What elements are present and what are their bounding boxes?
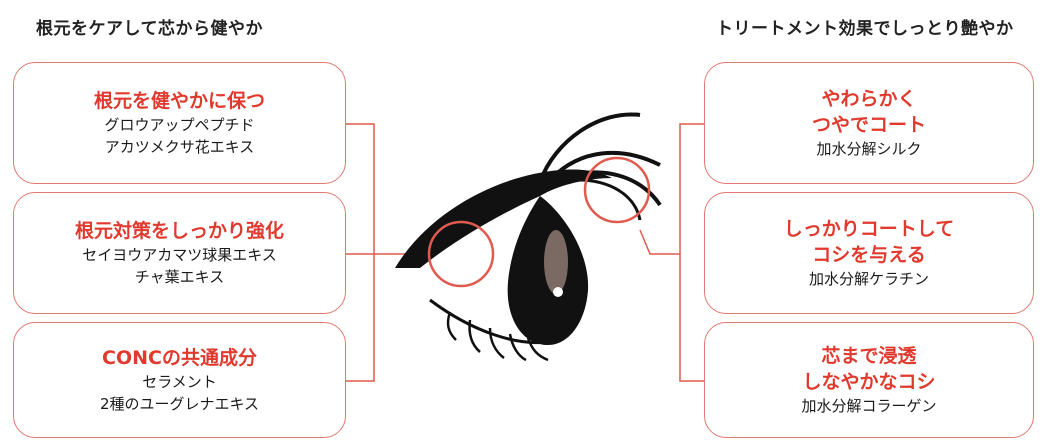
left-heading: 根元をケアして芯から健やか [36,19,263,39]
card-title: やわらかく [821,88,917,110]
right-card-3: 芯まで浸透 しなやかなコシ 加水分解コラーゲン [704,322,1034,438]
tip-magnifier-circle-icon [583,156,651,224]
ingredient-line: 加水分解コラーゲン [801,397,937,415]
ingredient-line: 2種のユーグレナエキス [99,395,260,413]
left-card-1: 根元を健やかに保つ グロウアップペプチド アカツメクサ花エキス [13,62,346,184]
right-card-2: しっかりコートして コシを与える 加水分解ケラチン [704,192,1034,314]
ingredient-line: アカツメクサ花エキス [104,138,255,156]
card-title: 根元対策をしっかり強化 [74,220,284,242]
left-card-2: 根元対策をしっかり強化 セイヨウアカマツ球果エキス チャ葉エキス [13,192,346,314]
card-title: つやでコート [811,114,926,136]
card-title: 芯まで浸透 [821,345,917,367]
right-connector [639,123,704,382]
card-title: CONCの共通成分 [102,347,257,369]
card-title: コシを与える [812,244,926,266]
ingredient-line: チャ葉エキス [134,268,225,286]
right-heading: トリートメント効果でしっとり艶やか [716,19,1014,39]
ingredient-line: セイヨウアカマツ球果エキス [82,246,277,264]
card-title: 根元を健やかに保つ [93,90,265,112]
card-title: しっかりコートして [783,218,955,240]
ingredient-line: 加水分解シルク [816,140,922,158]
left-card-3: CONCの共通成分 セラメント 2種のユーグレナエキス [13,322,346,438]
card-title: しなやかなコシ [802,371,936,393]
root-magnifier-circle-icon [427,220,495,288]
ingredient-line: セラメント [142,373,217,391]
right-card-1: やわらかく つやでコート 加水分解シルク [704,62,1034,184]
ingredient-line: 加水分解ケラチン [808,270,929,288]
ingredient-line: グロウアップペプチド [104,116,255,134]
